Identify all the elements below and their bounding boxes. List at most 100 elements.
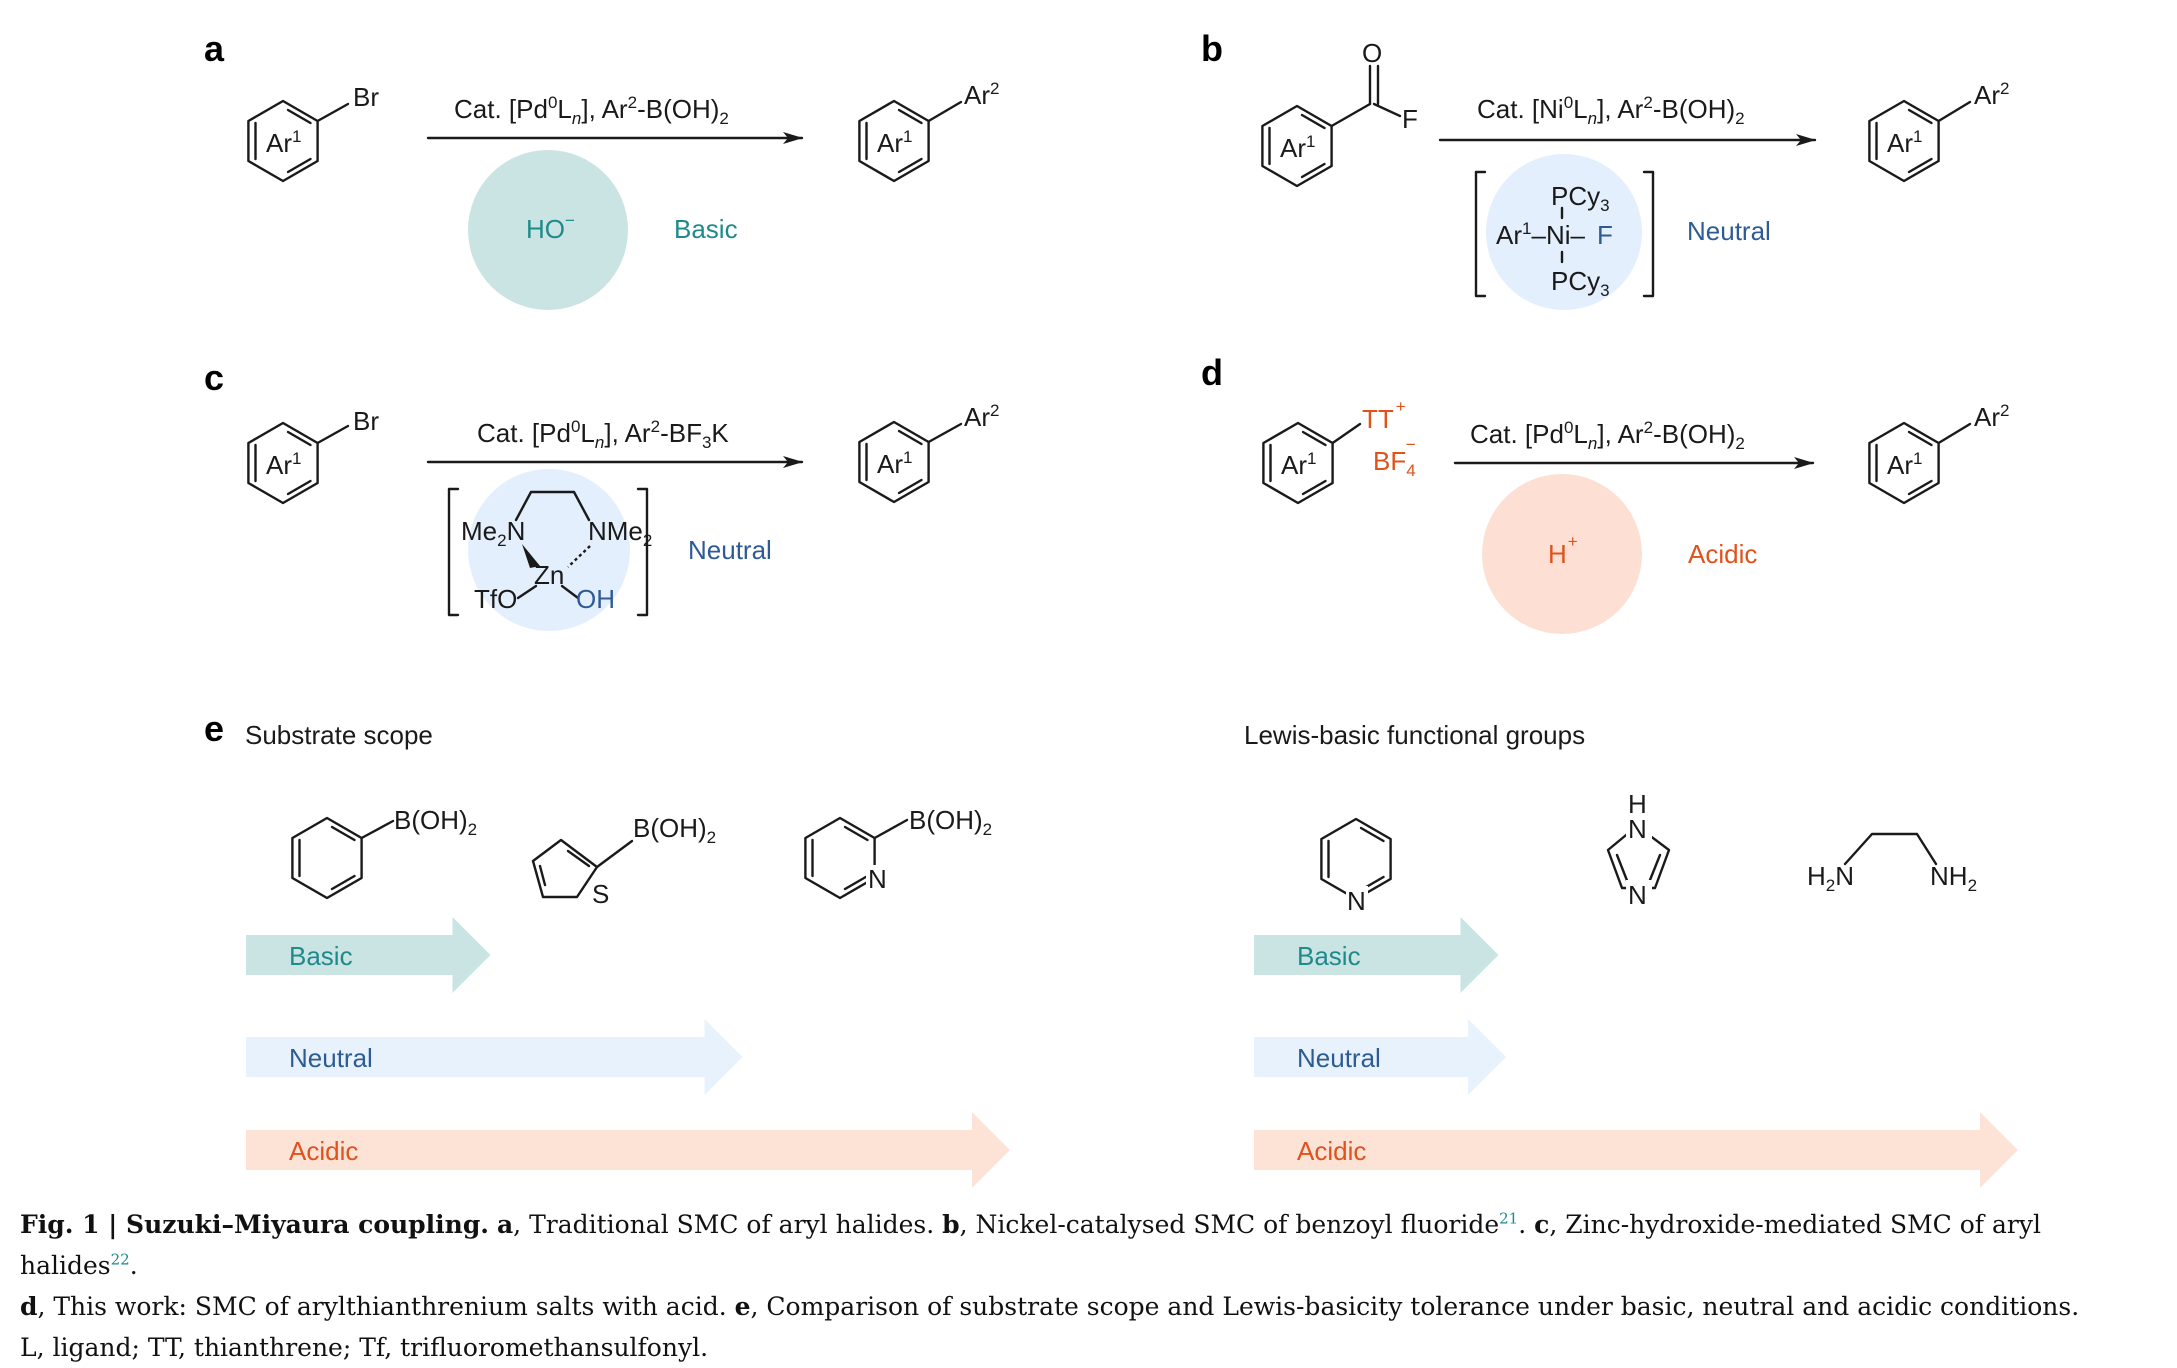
condition-acidic: Acidic <box>1688 539 1757 569</box>
phenylboronic-acid: B(OH)2 <box>291 805 477 900</box>
reactant-aryl-bromide: Br Ar1 <box>247 406 379 505</box>
pyridine: N <box>1320 817 1392 916</box>
product-biaryl: Ar2 Ar1 <box>1868 79 2009 183</box>
reagent-label: Cat. [Pd0Ln], Ar2-B(OH)2 <box>1470 418 1745 453</box>
product-ar1-label: Ar1 <box>877 127 912 158</box>
tetrafluoroborate-label: BF4− <box>1373 435 1416 480</box>
scope-arrow-neutral <box>246 1019 743 1095</box>
caption-sep: . <box>129 1251 138 1280</box>
proton-label: H+ <box>1548 532 1578 569</box>
lewis-arrow-label-basic: Basic <box>1297 941 1361 971</box>
caption-text-d: , This work: SMC of arylthianthrenium sa… <box>37 1292 735 1321</box>
proton-circle <box>1482 474 1642 634</box>
panel-letter-d: d <box>1201 352 1223 393</box>
imidazole-nh: N <box>1628 814 1647 844</box>
panel-b: b O F Ar1 Cat. [Ni0Ln], Ar2-B(OH)2 PCy3 … <box>1201 28 2009 310</box>
reactant-aryl-bromide: Br Ar1 <box>247 82 379 183</box>
caption-text-c: , Zinc-hydroxide-mediated SMC of aryl ha… <box>20 1210 2041 1280</box>
panel-letter-b: b <box>1201 28 1223 69</box>
reagent-label: Cat. [Ni0Ln], Ar2-B(OH)2 <box>1477 93 1745 128</box>
reagent-label: Cat. [Pd0Ln], Ar2-B(OH)2 <box>454 93 729 128</box>
zinc-center: Zn <box>534 560 564 590</box>
bromine-label: Br <box>353 82 379 112</box>
caption-text-b: , Nickel-catalysed SMC of benzoyl fluori… <box>959 1210 1500 1239</box>
scope-arrow-label-basic: Basic <box>289 941 353 971</box>
nickel-complex-circle <box>1486 154 1642 310</box>
product-ar1-label: Ar1 <box>877 448 912 479</box>
substrate-scope-title: Substrate scope <box>245 720 433 750</box>
lewis-basic-title: Lewis-basic functional groups <box>1244 720 1585 750</box>
right-amine: NMe2 <box>588 516 652 550</box>
caption-ref-22[interactable]: 22 <box>110 1250 130 1269</box>
pcy3-bottom: PCy3 <box>1551 266 1610 300</box>
panel-letter-a: a <box>204 28 225 69</box>
lewis-arrow-label-neutral: Neutral <box>1297 1043 1381 1073</box>
scope-arrow-label-neutral: Neutral <box>289 1043 373 1073</box>
caption-letter-a: a <box>496 1210 514 1239</box>
caption-letter-d: d <box>20 1292 38 1321</box>
pyridyl-boronic-acid: B(OH)2 N <box>804 805 992 900</box>
thiophene-sulfur: S <box>592 879 609 909</box>
scope-arrow-label-acidic: Acidic <box>289 1136 358 1166</box>
lewis-arrow-basic <box>1254 917 1499 993</box>
aryl-label: Ar1 <box>266 127 301 158</box>
nickel-center: Ar1–Ni– <box>1496 219 1586 250</box>
carbonyl-oxygen-label: O <box>1362 38 1382 68</box>
hydroxide-circle <box>468 150 628 310</box>
imidazole-n: N <box>1628 880 1647 910</box>
product-ar1-label: Ar1 <box>1887 449 1922 480</box>
product-biaryl: Ar2 Ar1 <box>858 401 999 504</box>
condition-basic: Basic <box>674 214 738 244</box>
product-ar2-label: Ar2 <box>964 401 999 432</box>
triflate-ligand: TfO <box>474 584 517 614</box>
scope-arrow-basic <box>246 917 491 993</box>
figure-caption: Fig. 1 | Suzuki–Miyaura coupling. a, Tra… <box>20 1204 2160 1368</box>
product-biaryl: Ar2 Ar1 <box>1868 401 2009 505</box>
boronic-acid-label: B(OH)2 <box>633 813 716 847</box>
caption-ref-21[interactable]: 21 <box>1499 1209 1519 1228</box>
caption-text-a: , Traditional SMC of aryl halides. <box>513 1210 943 1239</box>
amine-right: NH2 <box>1930 861 1977 895</box>
caption-text-e: , Comparison of substrate scope and Lewi… <box>750 1292 2080 1321</box>
product-ar1-label: Ar1 <box>1887 127 1922 158</box>
panel-c: c Br Ar1 Cat. [Pd0Ln], Ar2-BF3K Me2N NMe… <box>204 357 999 631</box>
reactant-benzoyl-fluoride: O F Ar1 <box>1261 38 1418 188</box>
aryl-label: Ar1 <box>266 449 301 480</box>
boronic-acid-label: B(OH)2 <box>909 805 992 839</box>
bracket-left <box>1474 170 1487 298</box>
scope-arrow-acidic <box>246 1112 1010 1188</box>
caption-letter-c: c <box>1534 1210 1550 1239</box>
aryl-label: Ar1 <box>1281 449 1316 480</box>
product-ar2-label: Ar2 <box>964 79 999 110</box>
lewis-arrow-neutral <box>1254 1019 1507 1095</box>
ethylenediamine: H2N NH2 <box>1807 832 1977 895</box>
product-ar2-label: Ar2 <box>1974 401 2009 432</box>
pyridine-nitrogen: N <box>868 864 887 894</box>
reactant-aryl-thianthrenium: TT+ BF4− Ar1 <box>1262 397 1416 505</box>
thianthrenium-label: TT+ <box>1362 397 1406 434</box>
caption-letter-b: b <box>942 1210 960 1239</box>
bracket-left <box>447 487 460 617</box>
caption-sep: . <box>1518 1210 1535 1239</box>
panel-a: a Br Ar1 Cat. [Pd0Ln], Ar2-B(OH)2 HO− Ba… <box>204 28 999 310</box>
nickel-fluoride: F <box>1597 220 1613 250</box>
imidazole: H N N <box>1606 789 1671 910</box>
boronic-acid-label: B(OH)2 <box>394 805 477 839</box>
aryl-label: Ar1 <box>1280 132 1315 163</box>
left-amine: Me2N <box>461 516 525 550</box>
imidazole-hydrogen: H <box>1628 789 1647 819</box>
product-ar2-label: Ar2 <box>1974 79 2009 110</box>
pyridine-nitrogen: N <box>1347 886 1366 916</box>
thiophene-boronic-acid: B(OH)2 S <box>531 813 716 909</box>
product-biaryl: Ar2 Ar1 <box>858 79 999 183</box>
panel-e: e Substrate scope Lewis-basic functional… <box>204 708 2018 1188</box>
hydroxide-ligand: OH <box>576 584 615 614</box>
caption-title: Suzuki–Miyaura coupling. <box>126 1210 490 1239</box>
caption-letter-e: e <box>734 1292 751 1321</box>
condition-neutral: Neutral <box>1687 216 1771 246</box>
lewis-arrow-acidic <box>1254 1112 2018 1188</box>
lewis-arrow-label-acidic: Acidic <box>1297 1136 1366 1166</box>
reagent-label: Cat. [Pd0Ln], Ar2-BF3K <box>477 417 729 452</box>
